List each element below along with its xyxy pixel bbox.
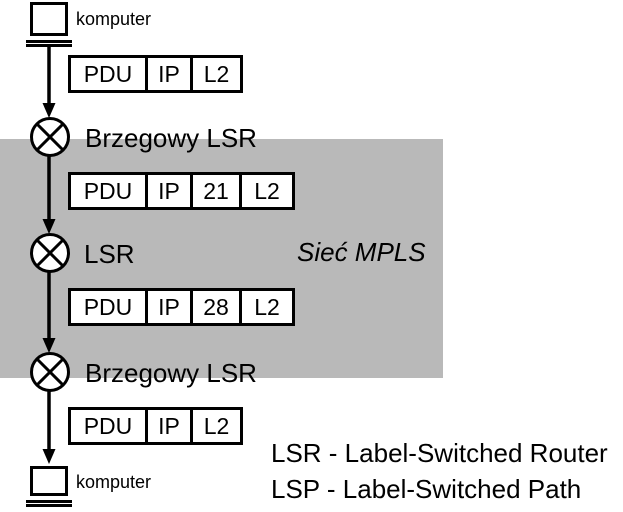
packet-cell-l2: L2 bbox=[239, 288, 295, 326]
packet-cell-ip: IP bbox=[145, 172, 193, 210]
mpls-network-label: Sieć MPLS bbox=[297, 237, 426, 267]
router-label-lsr: LSR bbox=[84, 239, 135, 269]
packet-cell-pdu: PDU bbox=[68, 55, 148, 93]
flow-arrow-down-icon bbox=[42, 156, 56, 234]
computer-base-line bbox=[26, 504, 72, 507]
computer-top-label: komputer bbox=[76, 9, 152, 29]
packet-cell-pdu: PDU bbox=[68, 407, 148, 445]
packet-box: PDU IP L2 bbox=[68, 407, 243, 445]
legend-lsp-definition: LSP - Label-Switched Path bbox=[271, 474, 582, 504]
computer-base-line bbox=[26, 500, 72, 503]
packet-cell-l2: L2 bbox=[190, 407, 243, 445]
packet-box: PDU IP 21 L2 bbox=[68, 172, 295, 210]
computer-icon bbox=[30, 2, 68, 36]
computer-icon bbox=[30, 466, 68, 496]
computer-base-line bbox=[26, 44, 72, 47]
lsr-router-icon bbox=[30, 233, 70, 273]
flow-arrow-down-icon bbox=[42, 46, 56, 118]
flow-arrow-down-icon bbox=[42, 391, 56, 464]
packet-cell-pdu: PDU bbox=[68, 288, 148, 326]
legend-lsr-definition: LSR - Label-Switched Router bbox=[271, 438, 608, 468]
packet-box: PDU IP L2 bbox=[68, 55, 243, 93]
packet-cell-ip: IP bbox=[145, 55, 193, 93]
lsr-router-icon bbox=[30, 117, 70, 157]
computer-bottom-label: komputer bbox=[76, 472, 152, 492]
packet-cell-label: 21 bbox=[190, 172, 242, 210]
packet-cell-ip: IP bbox=[145, 288, 193, 326]
packet-box: PDU IP 28 L2 bbox=[68, 288, 295, 326]
packet-cell-l2: L2 bbox=[190, 55, 243, 93]
lsr-router-icon bbox=[30, 352, 70, 392]
packet-cell-label: 28 bbox=[190, 288, 242, 326]
router-label-edge-lsr-top: Brzegowy LSR bbox=[85, 123, 257, 153]
computer-base-line bbox=[26, 40, 72, 43]
packet-cell-pdu: PDU bbox=[68, 172, 148, 210]
packet-cell-l2: L2 bbox=[239, 172, 295, 210]
router-label-edge-lsr-bottom: Brzegowy LSR bbox=[85, 358, 257, 388]
flow-arrow-down-icon bbox=[42, 272, 56, 353]
packet-cell-ip: IP bbox=[145, 407, 193, 445]
